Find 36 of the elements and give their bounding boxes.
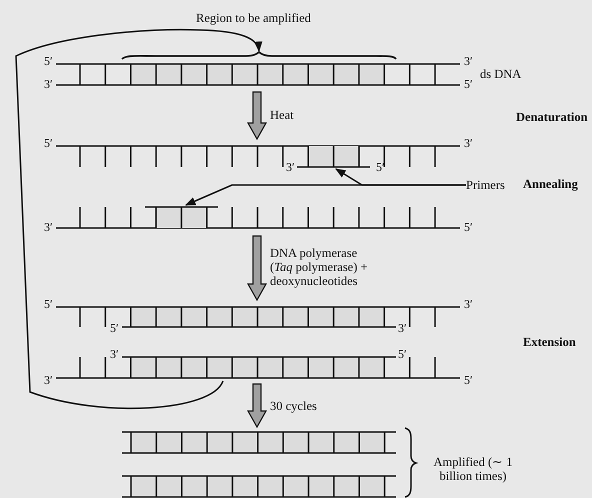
strand-end-label: 5′ [44, 136, 53, 150]
primer-drawing [297, 146, 370, 168]
result-label: Amplified (∼ 1 billion times) [432, 455, 514, 483]
strand-end-label: 5′ [464, 373, 473, 387]
strand-caption: ds DNA [480, 67, 522, 81]
strand-end-label: 3′ [398, 321, 407, 335]
edge-label: 30 cycles [270, 399, 318, 413]
strand-end-label: 3′ [44, 373, 53, 387]
strand-end-label: 5′ [464, 220, 473, 234]
step-label: Extension [523, 335, 576, 349]
primers-label: Primers [466, 177, 516, 193]
region-label: Region to be amplified [196, 11, 311, 25]
strand-end-label: 3′ [464, 297, 473, 311]
strand-end-label: 3′ [286, 160, 295, 174]
strand-end-label: 3′ [110, 347, 119, 361]
dna-strand-drawing [56, 50, 460, 88]
step-label: Denaturation [516, 110, 588, 124]
block-arrow [246, 91, 268, 140]
step-label: Annealing [523, 177, 578, 191]
primer-drawing [145, 205, 218, 228]
edge-label: DNA polymerase (Taq polymerase) + deoxynucleotides [270, 246, 369, 288]
strand-end-label: 5′ [110, 321, 119, 335]
strand-end-label: 5′ [464, 77, 473, 91]
strand-end-label: 3′ [464, 136, 473, 150]
strand-end-label: 5′ [376, 160, 385, 174]
strand-end-label: 5′ [44, 297, 53, 311]
strand-end-label: 3′ [44, 77, 53, 91]
edge-label: Heat [270, 108, 295, 122]
block-arrow [246, 235, 268, 302]
strand-end-label: 3′ [464, 54, 473, 68]
block-arrow [246, 383, 268, 428]
strand-end-label: 5′ [398, 347, 407, 361]
strand-end-label: 5′ [44, 54, 53, 68]
cycle-arrow [15, 28, 262, 410]
leader-line [335, 168, 466, 186]
strand-end-label: 3′ [44, 220, 53, 234]
